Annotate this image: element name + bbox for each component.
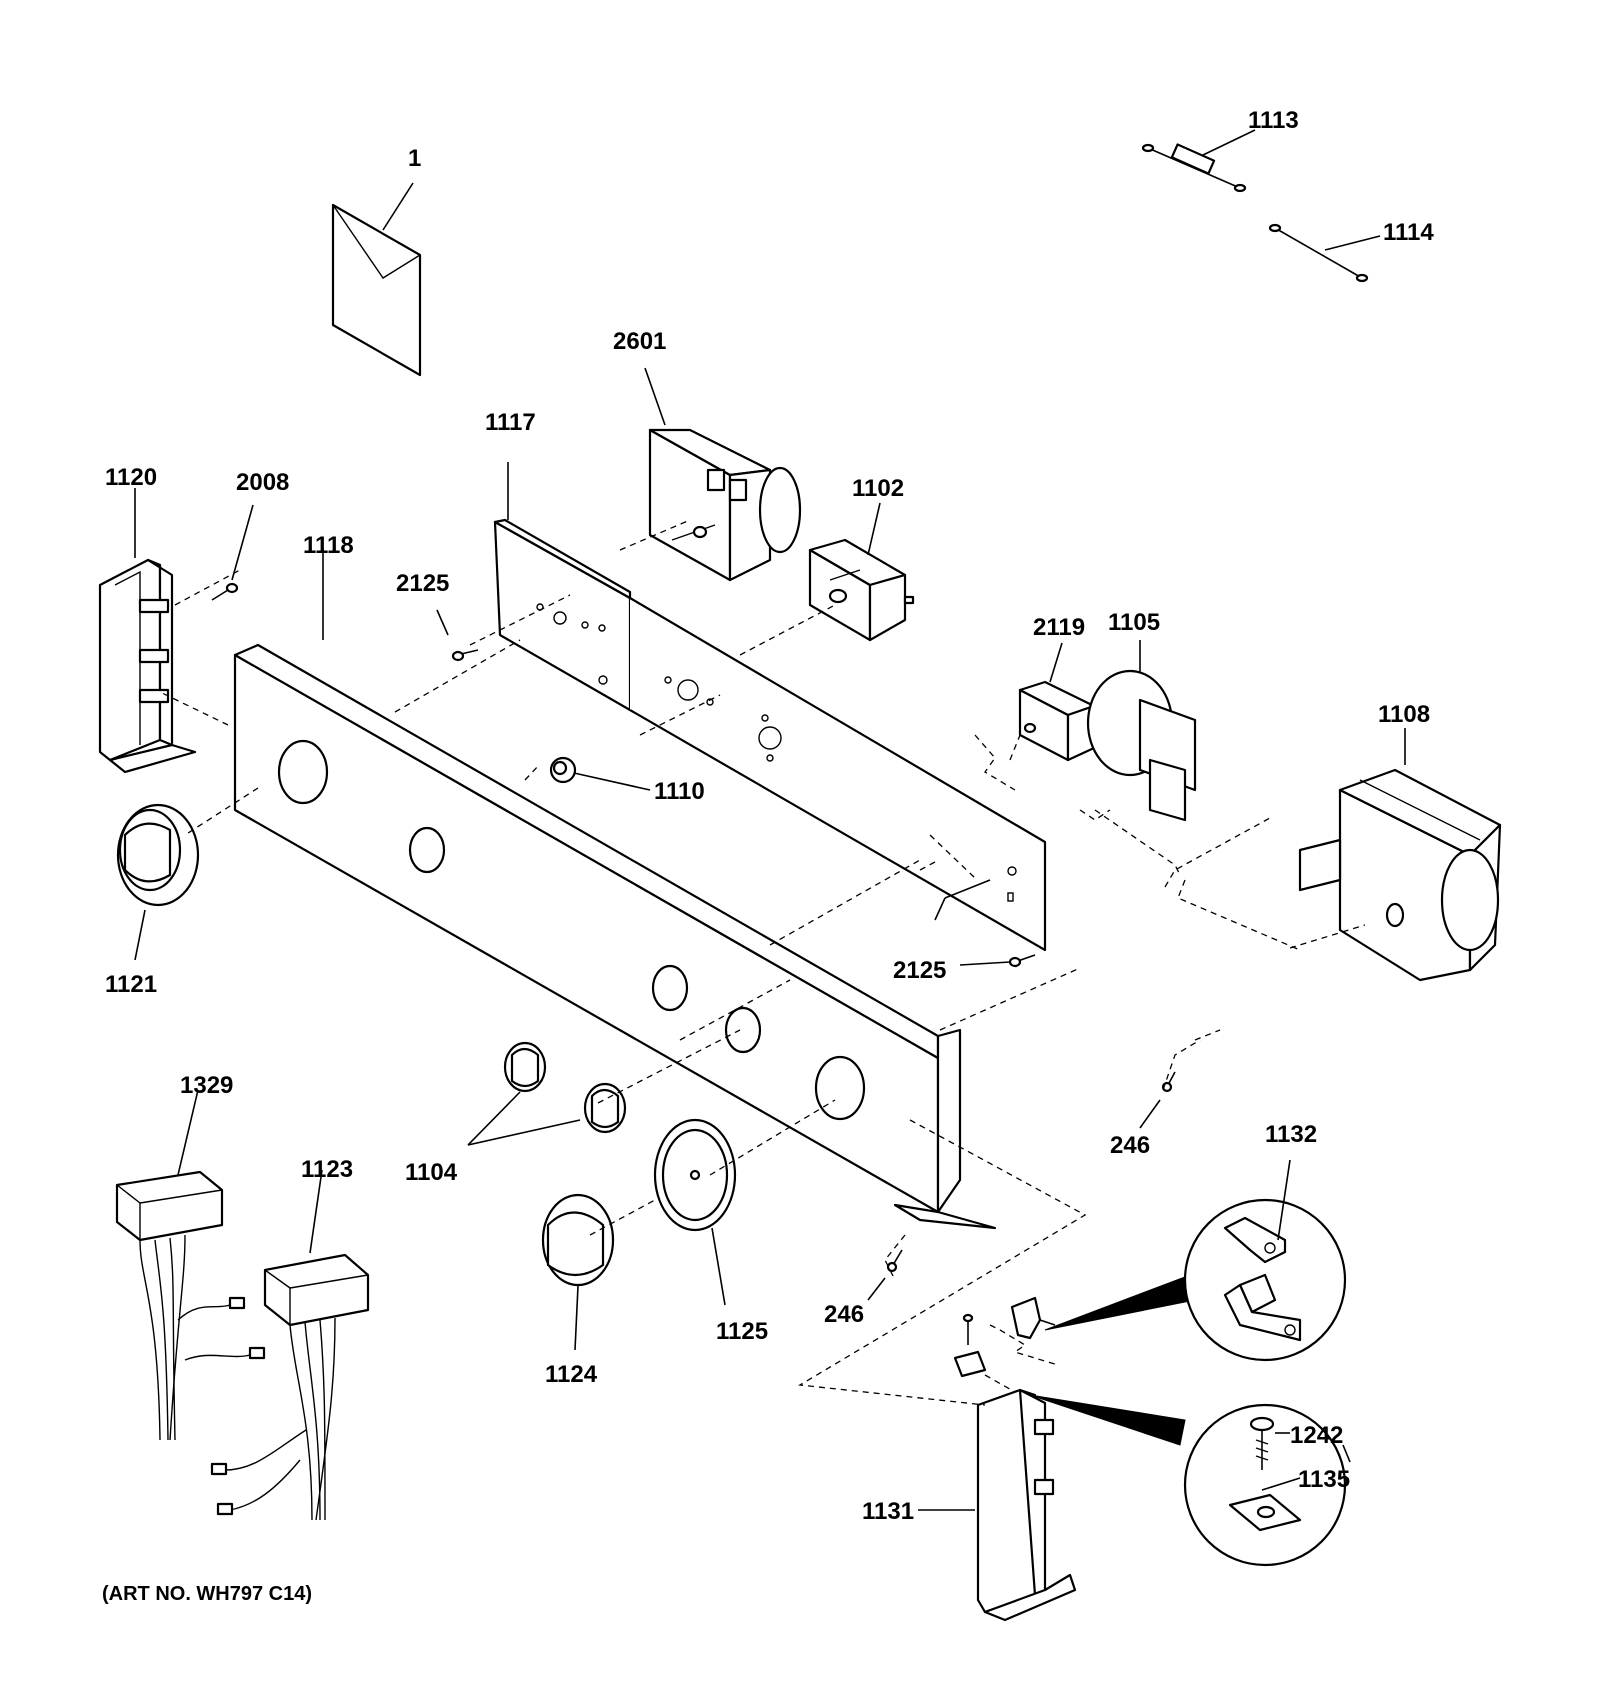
part-1110-bushing[interactable] bbox=[549, 756, 651, 791]
label-1113: 1113 bbox=[1248, 107, 1299, 134]
label-1118: 1118 bbox=[303, 532, 354, 559]
label-2125-upper: 2125 bbox=[396, 570, 449, 597]
part-1104-knobs[interactable] bbox=[467, 1041, 627, 1146]
label-2125-lower: 2125 bbox=[893, 957, 946, 984]
label-1108: 1108 bbox=[1378, 701, 1430, 728]
label-1132: 1132 bbox=[1265, 1121, 1317, 1148]
part-1120-end-cap-left[interactable] bbox=[98, 488, 197, 774]
part-1125-dial[interactable] bbox=[653, 1118, 737, 1306]
part-1132-clip[interactable] bbox=[1010, 1274, 1196, 1340]
label-1114: 1114 bbox=[1383, 219, 1434, 246]
part-1-envelope[interactable] bbox=[331, 182, 422, 377]
part-1121-knob[interactable] bbox=[116, 803, 200, 961]
part-2119-switch[interactable] bbox=[1018, 642, 1096, 762]
label-2601: 2601 bbox=[613, 328, 666, 355]
part-246-screw-lower[interactable] bbox=[867, 1249, 903, 1301]
label-1242: 1242 bbox=[1290, 1422, 1343, 1449]
label-2008: 2008 bbox=[236, 469, 289, 496]
part-1131-end-cap-right[interactable] bbox=[918, 1388, 1077, 1622]
part-1329-wire-harness[interactable] bbox=[115, 1089, 266, 1441]
part-1123-wire-harness[interactable] bbox=[210, 1169, 370, 1521]
label-1125: 1125 bbox=[716, 1318, 768, 1345]
label-1124: 1124 bbox=[545, 1361, 598, 1388]
label-1105: 1105 bbox=[1108, 609, 1160, 636]
label-1329: 1329 bbox=[180, 1072, 233, 1099]
part-1124-knob[interactable] bbox=[541, 1193, 615, 1351]
assembly-dashed-lines bbox=[159, 519, 1366, 1406]
part-2008-screw[interactable] bbox=[211, 504, 254, 601]
label-1120: 1120 bbox=[105, 464, 157, 491]
label-1131: 1131 bbox=[862, 1498, 914, 1525]
label-1121: 1121 bbox=[105, 971, 157, 998]
part-246-screw-upper[interactable] bbox=[1139, 1071, 1176, 1129]
part-1118-backsplash[interactable] bbox=[233, 548, 997, 1230]
detail-circle-1132 bbox=[1183, 1159, 1347, 1362]
part-1102-switch[interactable] bbox=[808, 502, 915, 642]
part-2125-screw-lower[interactable] bbox=[934, 879, 1036, 968]
label-1104: 1104 bbox=[405, 1159, 458, 1186]
part-1114-jumper-wire[interactable] bbox=[1268, 223, 1381, 283]
label-1117: 1117 bbox=[485, 409, 536, 436]
part-1105-switch[interactable] bbox=[1086, 640, 1197, 822]
label-1123: 1123 bbox=[301, 1156, 353, 1183]
backsplash-rear-panel bbox=[629, 597, 1047, 952]
part-1113-jumper-wire[interactable] bbox=[1141, 129, 1256, 193]
label-246-lower: 246 bbox=[824, 1301, 864, 1328]
label-1135: 1135 bbox=[1298, 1466, 1350, 1493]
label-1110: 1110 bbox=[654, 778, 705, 805]
label-1102: 1102 bbox=[852, 475, 904, 502]
art-number: (ART NO. WH797 C14) bbox=[102, 1583, 312, 1605]
detail-circle-1242-1135 bbox=[1183, 1403, 1351, 1567]
label-2119: 2119 bbox=[1033, 614, 1085, 641]
part-1242-1135-small-hardware[interactable] bbox=[953, 1313, 1186, 1446]
label-1: 1 bbox=[408, 145, 421, 172]
callout-labels: 1 1113 1114 2601 1117 1120 2008 1118 110… bbox=[102, 107, 1434, 1605]
part-2125-screw-upper[interactable] bbox=[436, 609, 479, 662]
part-2601-timer[interactable] bbox=[644, 367, 802, 582]
part-1117-bracket[interactable] bbox=[493, 462, 632, 712]
label-246-upper: 246 bbox=[1110, 1132, 1150, 1159]
part-1108-control[interactable] bbox=[1298, 728, 1502, 982]
